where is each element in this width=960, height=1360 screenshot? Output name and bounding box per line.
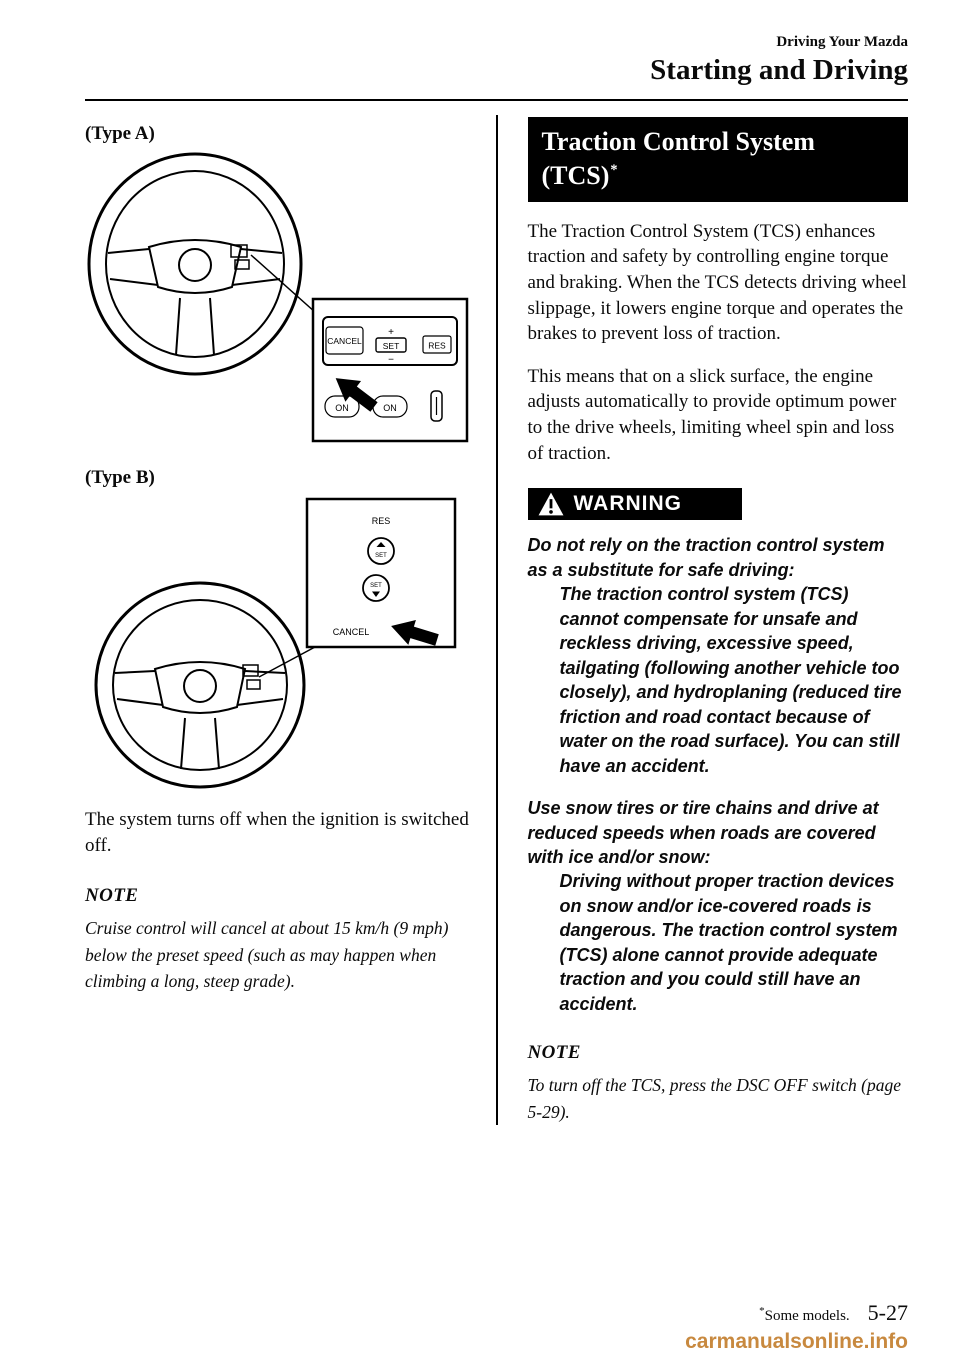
page-footer: *Some models. 5-27 carmanualsonline.info bbox=[685, 1300, 908, 1354]
page-title: Starting and Driving bbox=[650, 54, 908, 86]
res-button-label: RES bbox=[372, 516, 391, 526]
cruise-switch-callout-box: CANCEL + SET − RES ON ON bbox=[311, 297, 469, 443]
left-column: (Type A) bbox=[85, 115, 471, 1125]
steering-wheel-type-a-figure: CANCEL + SET − RES ON ON bbox=[87, 152, 469, 443]
note-body: Cruise control will cancel at about 15 k… bbox=[85, 918, 449, 991]
some-models-asterisk: * bbox=[610, 162, 618, 179]
note-heading: NOTE bbox=[527, 1042, 581, 1064]
cruise-switch-callout-box: RES SET SET CANCEL bbox=[305, 497, 457, 649]
set-plus-label: + bbox=[388, 327, 394, 338]
cancel-button-label: CANCEL bbox=[333, 627, 370, 637]
tcs-paragraph-1: The Traction Control System (TCS) enhanc… bbox=[527, 220, 907, 345]
warning-2-lead: Use snow tires or tire chains and drive … bbox=[527, 798, 879, 867]
warning-1-lead: Do not rely on the traction control syst… bbox=[527, 535, 885, 580]
on-right-label: ON bbox=[383, 403, 397, 413]
note-heading: NOTE bbox=[85, 885, 139, 907]
chapter-label: Driving Your Mazda bbox=[776, 34, 908, 50]
warning-banner: WARNING bbox=[527, 488, 742, 521]
footnote-asterisk: * bbox=[759, 1305, 765, 1317]
type-b-label: (Type B) bbox=[85, 467, 155, 488]
set-down-button-label: SET bbox=[370, 583, 382, 589]
set-up-button-label: SET bbox=[375, 553, 387, 559]
pointer-arrow-icon bbox=[391, 619, 439, 646]
watermark-text: carmanualsonline.info bbox=[685, 1330, 908, 1353]
column-gap bbox=[471, 115, 496, 1125]
steering-wheel-type-b-figure: RES SET SET CANCEL bbox=[94, 497, 457, 789]
column-divider bbox=[496, 115, 498, 1125]
set-button-label: SET bbox=[383, 341, 400, 351]
res-button-label: RES bbox=[428, 341, 446, 351]
warning-triangle-icon bbox=[538, 492, 563, 516]
section-header-tcs: Traction Control System (TCS)* bbox=[527, 117, 908, 202]
right-column: Traction Control System (TCS)* The Tract… bbox=[498, 115, 908, 1125]
ignition-off-paragraph: The system turns off when the ignition i… bbox=[85, 809, 469, 857]
on-off-left-label: ON bbox=[335, 403, 349, 413]
type-a-label: (Type A) bbox=[85, 123, 155, 144]
warning-label: WARNING bbox=[573, 492, 682, 516]
section-title-line1: Traction Control System bbox=[541, 127, 815, 156]
cancel-button-label: CANCEL bbox=[327, 336, 362, 346]
pointer-arrow-icon bbox=[335, 378, 378, 412]
set-minus-label: − bbox=[388, 355, 394, 366]
warning-2-body: Driving without proper traction devices … bbox=[559, 871, 898, 1014]
page-number: 5-27 bbox=[867, 1300, 908, 1325]
page-header: Driving Your Mazda Starting and Driving bbox=[0, 0, 960, 101]
footer-row: *Some models. 5-27 bbox=[685, 1300, 908, 1326]
two-column-layout: (Type A) bbox=[85, 115, 908, 1125]
some-models-footnote: *Some models. bbox=[758, 1305, 850, 1325]
warning-1-body: The traction control system (TCS) cannot… bbox=[559, 584, 902, 776]
header-rule bbox=[85, 99, 908, 101]
section-title-line2: (TCS) bbox=[541, 160, 610, 190]
steering-wheel-drawing bbox=[87, 152, 303, 376]
steering-wheel-drawing bbox=[94, 581, 306, 789]
note-body: To turn off the TCS, press the DSC OFF s… bbox=[527, 1075, 902, 1122]
tcs-paragraph-2: This means that on a slick surface, the … bbox=[527, 365, 897, 464]
footnote-text: Some models. bbox=[764, 1308, 850, 1324]
